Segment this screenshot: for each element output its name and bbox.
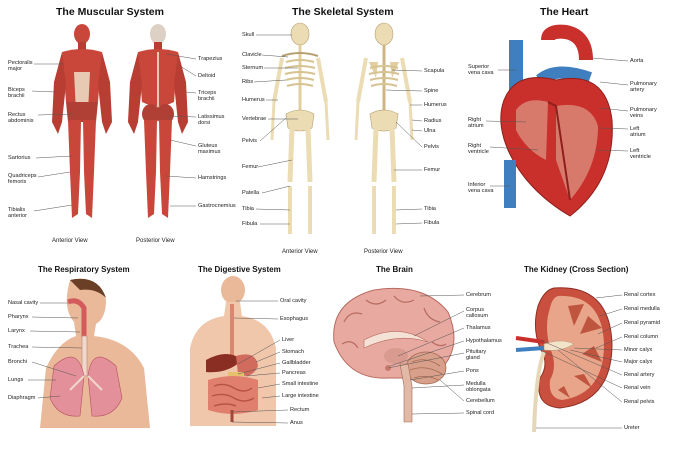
dig-label-anus: Anus: [290, 420, 303, 426]
muscular-caption-anterior: Anterior View: [52, 238, 88, 244]
dig-label-esophagus: Esophagus: [280, 316, 308, 322]
bone-label-scapula: Scapula: [424, 68, 445, 74]
heart-illustration: [500, 24, 613, 217]
bone-label-humerus-left: Humerus: [242, 97, 265, 103]
kidney-label-minor-calyx: Minor calyx: [624, 347, 653, 353]
muscle-label-gluteus-maximus: Gluteus maximus: [198, 143, 221, 156]
resp-label-lungs: Lungs: [8, 377, 24, 383]
heart-label-left-ventricle: Left ventricle: [630, 148, 651, 161]
dig-label-rectum: Rectum: [290, 407, 310, 413]
bone-label-pelvis-left: Pelvis: [242, 138, 257, 144]
bone-label-patella: Patella: [242, 190, 260, 196]
respiratory-illustration: [40, 278, 150, 428]
kidney-label-renal-vein: Renal vein: [624, 385, 651, 391]
bone-label-spine: Spine: [424, 88, 439, 94]
muscular-system-title: The Muscular System: [56, 6, 164, 18]
muscle-label-quadriceps-femoris: Quadriceps femoris: [8, 173, 37, 186]
kidney-illustration: [515, 287, 613, 433]
brain-label-medulla-oblongata: Medulla oblongata: [466, 381, 491, 394]
dig-label-stomach: Stomach: [282, 349, 305, 355]
kidney-title: The Kidney (Cross Section): [524, 265, 629, 274]
skeletal-caption-anterior: Anterior View: [282, 249, 318, 255]
heart-label-right-ventricle: Right ventricle: [468, 143, 489, 156]
kidney-label-renal-column: Renal column: [624, 334, 659, 340]
brain-label-thalamus: Thalamus: [466, 325, 491, 331]
muscular-figure-anterior: [52, 24, 112, 218]
bone-label-tibia-right: Tibia: [424, 206, 436, 212]
digestive-system-title: The Digestive System: [198, 265, 281, 274]
skeletal-system-title: The Skeletal System: [292, 6, 394, 18]
bone-label-femur-left: Femur: [242, 164, 259, 170]
bone-label-sternum: Sternum: [242, 65, 264, 71]
dig-label-pancreas: Pancreas: [282, 370, 306, 376]
skeletal-caption-posterior: Posterior View: [364, 249, 403, 255]
muscle-label-biceps-brachii: Biceps brachii: [8, 87, 25, 100]
brain-label-hypothalamus: Hypothalamus: [466, 338, 502, 344]
brain-label-cerebellum: Cerebellum: [466, 398, 495, 404]
resp-label-pharynx: Pharynx: [8, 314, 29, 320]
skeleton-figure-anterior: [270, 22, 330, 234]
heart-label-inferior-vena-cava: Inferior vena cava: [468, 182, 494, 195]
bone-label-tibia-left: Tibia: [242, 206, 254, 212]
resp-label-trachea: Trachea: [8, 344, 29, 350]
muscle-label-hamstrings: Hamstrings: [198, 175, 227, 181]
heart-label-superior-vena-cava: Superior vena cava: [468, 64, 494, 77]
kidney-label-renal-medulla: Renal medulla: [624, 306, 660, 312]
muscle-label-gastrocnemius: Gastrocnemius: [198, 203, 236, 209]
muscle-label-triceps-brachii: Triceps brachii: [198, 90, 217, 103]
bone-label-fibula-right: Fibula: [424, 220, 440, 226]
muscular-caption-posterior: Posterior View: [136, 238, 175, 244]
resp-label-bronchi: Bronchi: [8, 359, 27, 365]
kidney-label-major-calyx: Major calyx: [624, 359, 653, 365]
kidney-label-renal-cortex: Renal cortex: [624, 292, 656, 298]
bone-label-ulna: Ulna: [424, 128, 436, 134]
kidney-label-ureter: Ureter: [624, 425, 640, 431]
muscular-figure-posterior: [128, 24, 188, 218]
bone-label-humerus-right: Humerus: [424, 102, 447, 108]
brain-label-pituitary-gland: Pituitary gland: [466, 349, 487, 362]
brain-illustration: [333, 287, 455, 423]
resp-label-nasal-cavity: Nasal cavity: [8, 300, 39, 306]
kidney-label-renal-pyramid: Renal pyramid: [624, 320, 661, 326]
bone-label-fibula-left: Fibula: [242, 221, 258, 227]
dig-label-oral-cavity: Oral cavity: [280, 298, 307, 304]
heart-label-left-atrium: Left atrium: [630, 126, 646, 139]
bone-label-vertebrae: Vertebrae: [242, 116, 267, 122]
kidney-label-renal-pelvis: Renal pelvis: [624, 399, 655, 405]
heart-label-pulmonary-artery: Pulmonary artery: [630, 81, 657, 94]
muscle-label-sartorius: Sartorius: [8, 155, 31, 161]
brain-title: The Brain: [376, 265, 413, 274]
digestive-illustration: [190, 276, 276, 426]
bone-label-ribs: Ribs: [242, 79, 254, 85]
muscle-label-trapezius: Trapezius: [198, 56, 223, 62]
dig-label-gallbladder: Gallbladder: [282, 360, 311, 366]
heart-label-right-atrium: Right atrium: [468, 117, 484, 130]
bone-label-femur-right: Femur: [424, 167, 441, 173]
bone-label-radius: Radius: [424, 118, 442, 124]
dig-label-small-intestine: Small intestine: [282, 381, 319, 387]
resp-label-larynx: Larynx: [8, 328, 25, 334]
heart-title: The Heart: [540, 6, 589, 18]
brain-label-corpus-callosum: Corpus callosum: [466, 307, 489, 320]
muscle-label-deltoid: Deltoid: [198, 73, 216, 79]
respiratory-system-title: The Respiratory System: [38, 265, 130, 274]
bone-label-pelvis-right: Pelvis: [424, 144, 439, 150]
brain-label-spinal-cord: Spinal cord: [466, 410, 494, 416]
brain-label-pons: Pons: [466, 368, 479, 374]
heart-label-pulmonary-veins: Pulmonary veins: [630, 107, 657, 120]
muscle-label-latissimus-dorsi: Latissimus dorsi: [198, 114, 225, 127]
muscle-label-pectoralis-major: Pectoralis major: [8, 60, 33, 73]
dig-label-large-intestine: Large intestine: [282, 393, 319, 399]
heart-label-aorta: Aorta: [630, 58, 644, 64]
dig-label-liver: Liver: [282, 337, 295, 343]
brain-label-cerebrum: Cerebrum: [466, 292, 491, 298]
kidney-label-renal-artery: Renal artery: [624, 372, 655, 378]
skeleton-figure-posterior: [354, 22, 414, 234]
bone-label-clavicle: Clavicle: [242, 52, 262, 58]
muscle-label-tibialis-anterior: Tibialis anterior: [8, 207, 27, 220]
muscle-label-rectus-abdominis: Rectus abdominis: [8, 112, 34, 125]
resp-label-diaphragm: Diaphragm: [8, 395, 36, 401]
bone-label-skull: Skull: [242, 32, 255, 38]
